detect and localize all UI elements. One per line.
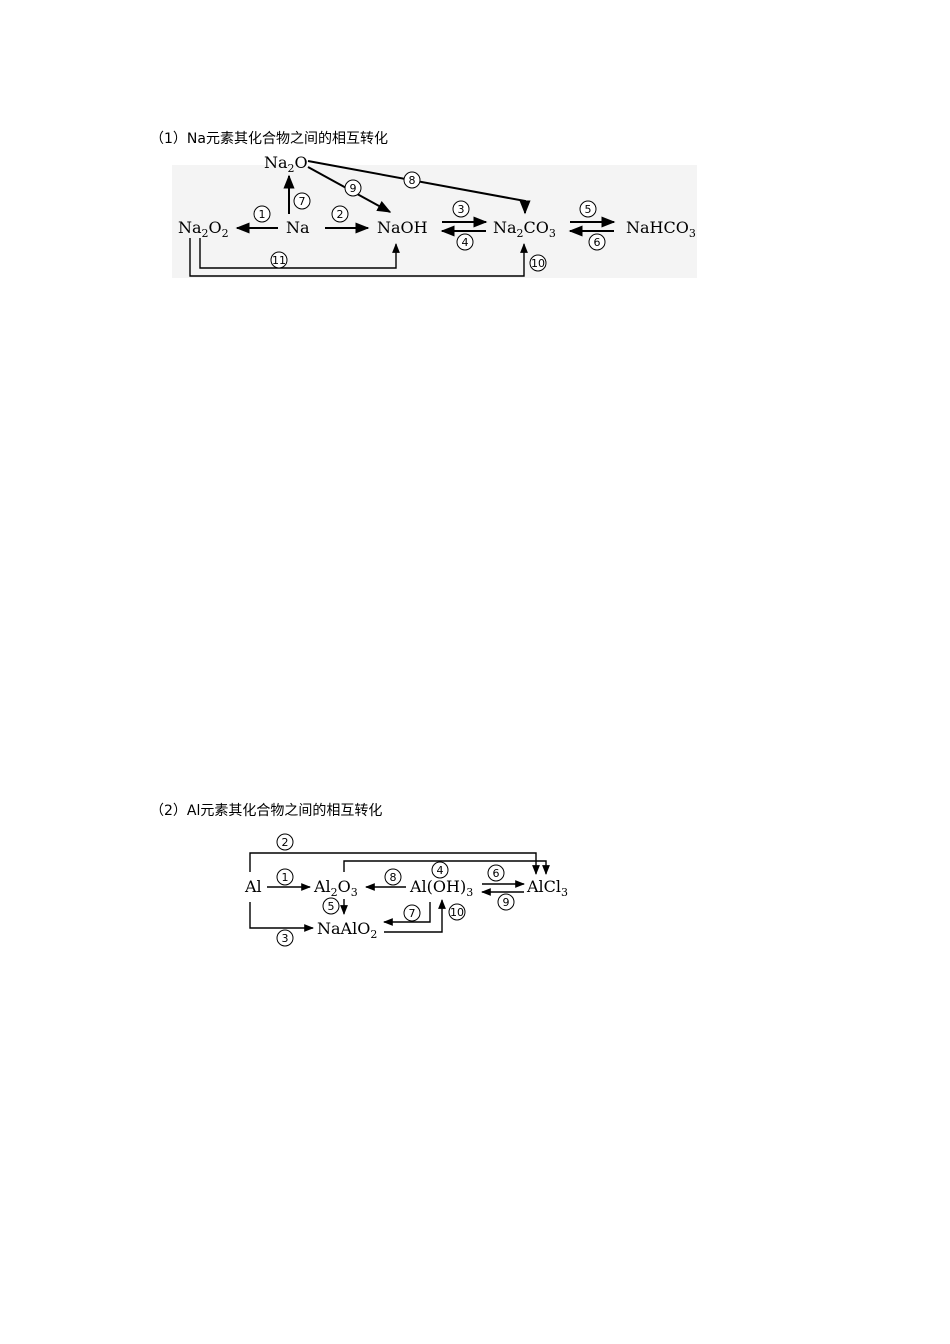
svg-text:1: 1 (282, 871, 289, 884)
svg-text:11: 11 (272, 254, 286, 267)
step-label-5: 5 (322, 897, 340, 915)
step-label-4: 4 (456, 233, 474, 251)
svg-text:7: 7 (409, 907, 416, 920)
step-label-3: 3 (276, 929, 294, 947)
svg-text:9: 9 (503, 896, 510, 909)
section-2-heading: （2）Al元素其化合物之间的相互转化 (150, 803, 383, 819)
step-label-5: 5 (579, 200, 597, 218)
compound-alcl3: AlCl3 (526, 877, 568, 899)
svg-text:4: 4 (437, 864, 444, 877)
svg-text:6: 6 (594, 236, 601, 249)
arrow-4 (343, 860, 550, 875)
svg-text:6: 6 (493, 867, 500, 880)
step-label-7: 7 (293, 192, 311, 210)
compound-na: Na (286, 218, 310, 237)
compound-naoh: NaOH (377, 218, 428, 237)
step-label-8: 8 (384, 868, 402, 886)
step-label-4: 4 (431, 861, 449, 879)
arrow-7 (383, 902, 431, 926)
compound-aloh3: Al(OH)3 (409, 877, 473, 899)
aluminium-conversion-diagram: Al Al2O3 Al(OH)3 AlCl3 NaAlO2 1 2 3 4 5 … (244, 833, 568, 947)
sodium-conversion-diagram: Na2O Na2O2 Na NaOH Na2CO3 NaHCO3 1 2 3 4… (172, 153, 697, 278)
svg-text:10: 10 (450, 906, 464, 919)
section-1-heading: （1）Na元素其化合物之间的相互转化 (150, 131, 388, 147)
step-label-6: 6 (588, 233, 606, 251)
svg-text:8: 8 (409, 174, 416, 187)
step-label-9: 9 (497, 893, 515, 911)
compound-na2o2: Na2O2 (178, 218, 229, 240)
compound-al: Al (244, 877, 262, 896)
compound-na2co3: Na2CO3 (493, 218, 556, 240)
compound-al2o3: Al2O3 (313, 877, 358, 899)
arrow-3 (249, 902, 314, 932)
step-label-6: 6 (487, 864, 505, 882)
svg-text:10: 10 (531, 257, 545, 270)
arrow-11 (199, 238, 400, 269)
arrow-10 (384, 899, 446, 933)
compound-nahco3: NaHCO3 (626, 218, 696, 240)
step-label-1: 1 (276, 868, 294, 886)
step-label-10: 10 (448, 903, 466, 921)
step-label-7: 7 (403, 904, 421, 922)
svg-text:5: 5 (585, 203, 592, 216)
svg-text:7: 7 (299, 195, 306, 208)
svg-text:2: 2 (282, 836, 289, 849)
svg-text:3: 3 (458, 203, 465, 216)
step-label-9: 9 (344, 179, 362, 197)
arrow-2 (249, 852, 540, 875)
step-label-10: 10 (529, 254, 547, 272)
step-label-11: 11 (270, 251, 288, 269)
svg-text:9: 9 (350, 182, 357, 195)
step-label-2: 2 (331, 205, 349, 223)
step-label-2: 2 (276, 833, 294, 851)
arrow-10 (189, 238, 528, 277)
step-label-3: 3 (452, 200, 470, 218)
svg-text:5: 5 (328, 900, 335, 913)
compound-naalo2: NaAlO2 (317, 919, 377, 941)
compound-na2o: Na2O (264, 153, 308, 175)
svg-text:1: 1 (259, 208, 266, 221)
arrow-8 (307, 160, 531, 215)
step-label-1: 1 (253, 205, 271, 223)
svg-text:4: 4 (462, 236, 469, 249)
svg-text:3: 3 (282, 932, 289, 945)
step-label-8: 8 (403, 171, 421, 189)
svg-text:2: 2 (337, 208, 344, 221)
svg-text:8: 8 (390, 871, 397, 884)
